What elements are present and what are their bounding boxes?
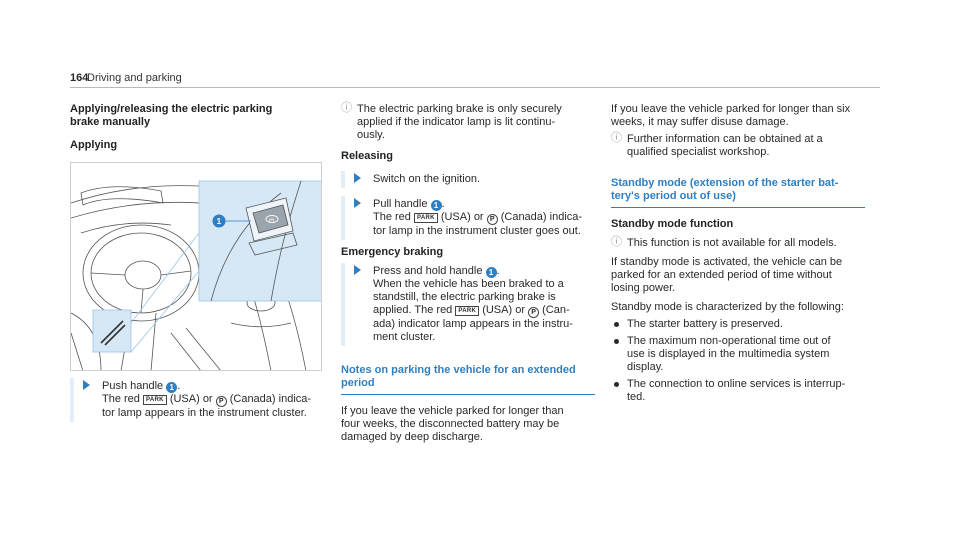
info-note: ⓘ Further information can be obtained at… bbox=[611, 132, 823, 159]
standby-paragraph: If standby mode is activated, the vehicl… bbox=[611, 256, 843, 294]
info-icon: ⓘ bbox=[611, 236, 622, 248]
disuse-paragraph: If you leave the vehicle parked for long… bbox=[611, 103, 851, 128]
info-icon: ⓘ bbox=[341, 102, 352, 114]
step-push-handle: Push handle 1. The red PARK (USA) or P (… bbox=[70, 378, 322, 422]
step-switch-on: Switch on the ignition. bbox=[341, 171, 595, 188]
section-title: Driving and parking bbox=[87, 72, 182, 84]
page-number: 164 bbox=[70, 72, 89, 84]
list-item: The maximum non-operational time out of … bbox=[611, 335, 865, 374]
page-header: 164 Driving and parking bbox=[70, 72, 880, 88]
list-item: The connection to online services is int… bbox=[611, 378, 865, 404]
column-middle: ⓘ The electric parking brake is only sec… bbox=[341, 103, 595, 444]
column-left: Applying/releasing the electric parking … bbox=[70, 103, 322, 152]
notes-heading: Notes on parking the vehicle for an exte… bbox=[341, 364, 595, 395]
step-arrow-icon bbox=[354, 198, 361, 208]
callout-badge: 1 bbox=[217, 217, 222, 226]
handle-badge: 1 bbox=[430, 200, 442, 211]
info-note: ⓘ The electric parking brake is only sec… bbox=[341, 102, 562, 142]
step-press-hold: Press and hold handle 1. When the vehicl… bbox=[341, 263, 595, 346]
characterized-paragraph: Standby mode is characterized by the fol… bbox=[611, 301, 844, 313]
standby-heading: Standby mode (extension of the starter b… bbox=[611, 177, 865, 208]
info-note: ⓘ This function is not available for all… bbox=[611, 236, 837, 250]
subheading-applying: Applying bbox=[70, 139, 118, 151]
step-arrow-icon bbox=[83, 380, 90, 390]
parking-brake-icon: P bbox=[486, 214, 498, 225]
parking-brake-icon: P bbox=[528, 307, 540, 318]
bullet-icon bbox=[614, 339, 619, 344]
info-icon: ⓘ bbox=[611, 132, 622, 144]
notes-paragraph: If you leave the vehicle parked for long… bbox=[341, 405, 564, 443]
step-arrow-icon bbox=[354, 173, 361, 183]
bullet-icon bbox=[614, 322, 619, 327]
bullet-icon bbox=[614, 382, 619, 387]
car-interior-drawing: (P) 1 bbox=[71, 180, 321, 370]
list-item: The starter battery is preserved. bbox=[611, 318, 865, 331]
subheading-emergency: Emergency braking bbox=[341, 246, 444, 258]
parking-brake-icon: P bbox=[215, 396, 227, 407]
handle-badge: 1 bbox=[166, 382, 178, 393]
subheading-releasing: Releasing bbox=[341, 150, 393, 162]
step-pull-handle: Pull handle 1. The red PARK (USA) or P (… bbox=[341, 196, 595, 240]
park-icon: PARK bbox=[455, 306, 480, 316]
section-heading: Applying/releasing the electric parking … bbox=[70, 103, 273, 128]
park-icon: PARK bbox=[413, 213, 438, 223]
parking-brake-illustration: (P) 1 bbox=[70, 162, 322, 371]
svg-text:(P): (P) bbox=[269, 217, 275, 222]
handle-badge: 1 bbox=[485, 267, 497, 278]
step-arrow-icon bbox=[354, 265, 361, 275]
column-right: If you leave the vehicle parked for long… bbox=[611, 103, 865, 404]
park-icon: PARK bbox=[142, 395, 167, 405]
subheading-standby-function: Standby mode function bbox=[611, 218, 734, 230]
